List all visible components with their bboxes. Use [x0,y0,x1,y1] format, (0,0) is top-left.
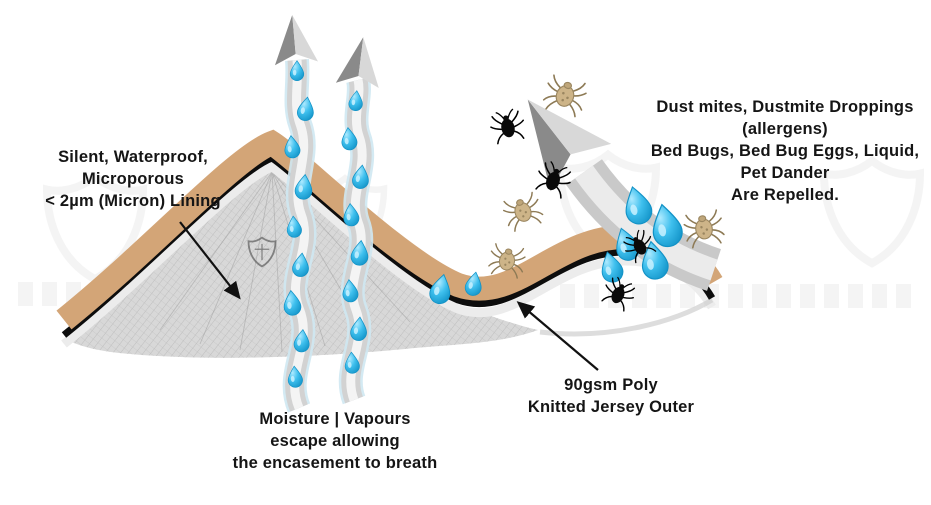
outer-label-line: 90gsm Poly [564,376,658,394]
outer-label: 90gsm Poly Knitted Jersey Outer [508,374,714,418]
repelled-label-line: Pet Dander [740,164,830,183]
lining-label-line: Microporous [81,170,185,189]
moisture-label-line: Moisture | Vapours [259,410,411,428]
dust-mite-icon [500,190,546,234]
moisture-label-line: escape allowing [270,432,400,451]
lining-label-line: Silent, Waterproof, [58,148,208,166]
repel-arrow-icon [497,75,722,291]
lining-label-line: < 2µm (Micron) Lining [45,192,221,211]
vapour-arrow-icon [335,34,385,405]
outer-label-line: Knitted Jersey Outer [527,398,695,417]
repelled-label-line: Dust mites, Dustmite Droppings [656,98,914,116]
bed-bug-icon [487,106,528,146]
repelled-label-line: Are Repelled. [730,186,840,205]
repelled-label-line: (allergens) [742,120,828,139]
repelled-label-line: Bed Bugs, Bed Bug Eggs, Liquid, [650,142,920,161]
repelled-label: Dust mites, Dustmite Droppings (allergen… [642,96,928,207]
lining-shield-logo-icon [247,236,277,268]
lining-pointer-arrow [179,221,241,300]
fabric-underside-edge [539,297,714,337]
moisture-label: Moisture | Vapours escape allowing the e… [212,408,458,474]
lining-label: Silent, Waterproof, Microporous < 2µm (M… [28,146,238,212]
moisture-label-line: the encasement to breath [232,454,438,473]
outer-pointer-arrow [516,301,599,371]
